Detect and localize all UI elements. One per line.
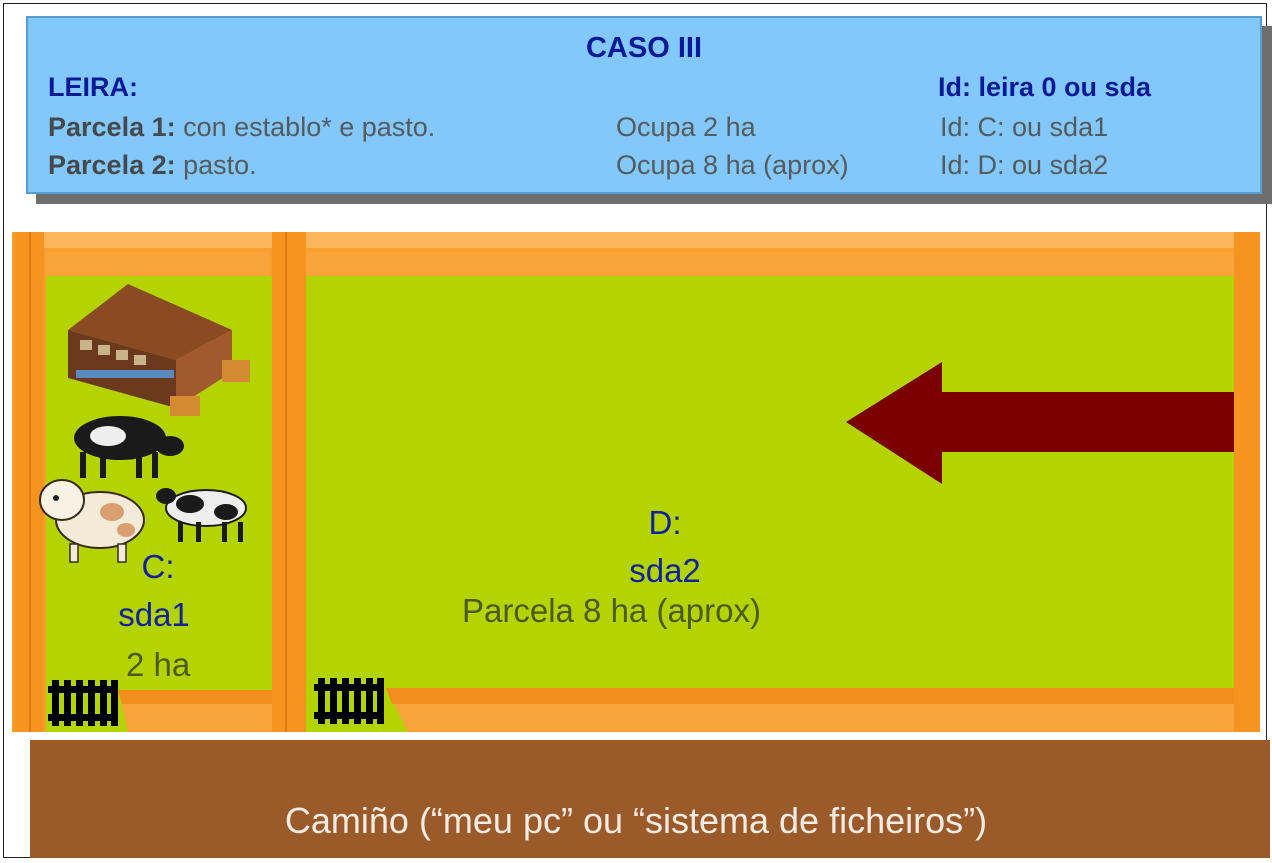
parcel-2-name: Parcela 2: [48, 150, 176, 180]
fence-post-middle [272, 232, 306, 732]
parcel-c-area: 2 ha [126, 646, 191, 683]
parcel-c-letter: C: [141, 548, 175, 585]
gate-icon [48, 680, 118, 726]
parcel-d-letter: D: [648, 504, 682, 541]
cow-icon [156, 488, 247, 542]
cow-icon [74, 416, 184, 478]
parcel-c-device: sda1 [118, 596, 190, 633]
parcel-2-row: Parcela 2: pasto. [48, 150, 257, 181]
barn-icon [68, 284, 250, 416]
road [30, 740, 1270, 858]
header-title: CASO III [585, 32, 702, 64]
parcel-1-area: Ocupa 2 ha [616, 112, 756, 142]
header-box: CASO III LEIRA: Id: leira 0 ou sda Parce… [26, 16, 1262, 194]
fence-rail-top-d [290, 232, 1240, 248]
parcel-1-id: Id: C: ou sda1 [940, 112, 1109, 142]
parcel-2-area: Ocupa 8 ha (aprox) [616, 150, 849, 180]
parcel-d-grass [306, 276, 1234, 732]
leira-label: LEIRA: [48, 72, 138, 102]
arrow-left-icon [846, 362, 1234, 484]
parcel-d-device: sda2 [629, 552, 701, 589]
gate-icon [314, 678, 384, 724]
parcel-1-row: Parcela 1: con establo* e pasto. [48, 112, 435, 143]
parcel-d-area: Parcela 8 ha (aprox) [462, 592, 761, 629]
parcel-2-desc: pasto. [183, 150, 257, 180]
leira-id: Id: leira 0 ou sda [938, 72, 1152, 102]
parcel-2-id: Id: D: ou sda2 [940, 150, 1109, 180]
parcel-1-name: Parcela 1: [48, 112, 176, 142]
road-label: Camiño (“meu pc” ou “sistema de ficheiro… [284, 800, 988, 841]
fence-post-right [1234, 232, 1260, 732]
fence-inner-top-c [46, 252, 270, 276]
parcel-1-desc: con establo* e pasto. [183, 112, 436, 142]
fence-inner-top-d [306, 252, 1236, 276]
fence-rail-top-c [20, 232, 276, 248]
cow-icon [39, 479, 145, 563]
